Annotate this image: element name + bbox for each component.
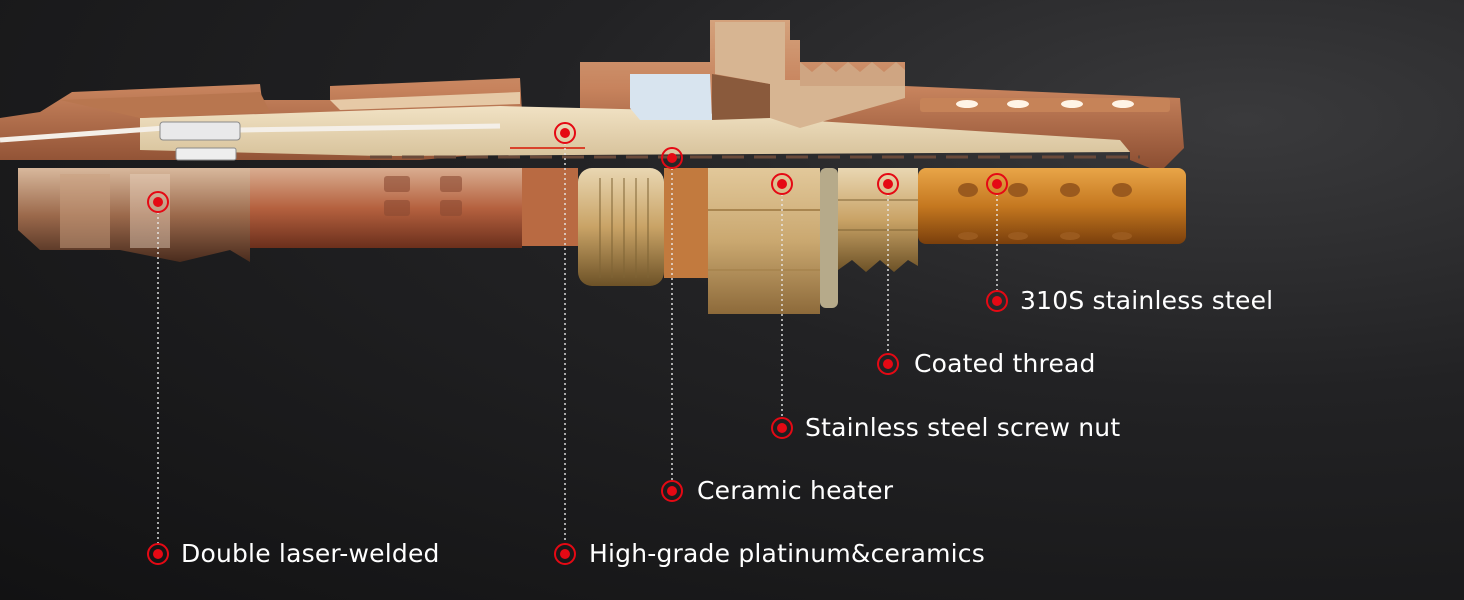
part-marker-coated-thread [877, 173, 899, 195]
callout-label-ceramic-heater: Ceramic heater [697, 476, 894, 505]
label-marker-coated-thread [877, 353, 899, 375]
part-markers [147, 122, 1008, 213]
upper-cutaway-housing [0, 20, 1184, 172]
label-marker-high-grade-platinum-ceramics [554, 543, 576, 565]
part-marker-high-grade-platinum-ceramics [554, 122, 576, 144]
part-marker-310s-stainless-steel [986, 173, 1008, 195]
lower-outer-body [18, 168, 1186, 314]
label-markers [147, 290, 1008, 565]
part-marker-ceramic-heater [661, 147, 683, 169]
label-marker-stainless-steel-screw-nut [771, 417, 793, 439]
leader-lines [157, 143, 998, 543]
label-marker-ceramic-heater [661, 480, 683, 502]
callout-label-310s-stainless-steel: 310S stainless steel [1020, 286, 1274, 315]
label-marker-310s-stainless-steel [986, 290, 1008, 312]
part-marker-stainless-steel-screw-nut [771, 173, 793, 195]
part-marker-double-laser-welded [147, 191, 169, 213]
label-marker-double-laser-welded [147, 543, 169, 565]
callout-label-double-laser-welded: Double laser-welded [181, 539, 440, 568]
callout-label-stainless-steel-screw-nut: Stainless steel screw nut [805, 413, 1121, 442]
callout-label-coated-thread: Coated thread [914, 349, 1096, 378]
callout-label-high-grade-platinum-ceramics: High-grade platinum&ceramics [589, 539, 985, 568]
